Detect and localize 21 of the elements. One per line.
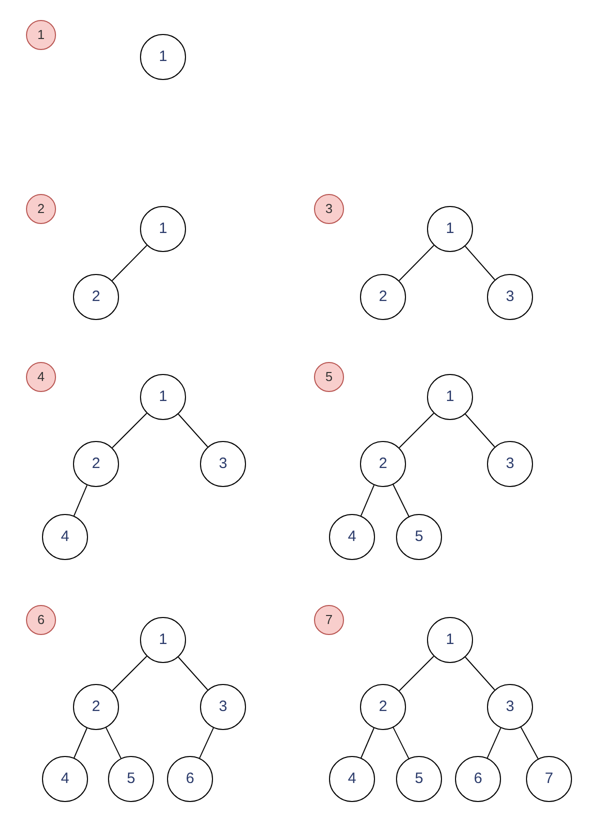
- connector-line: [486, 728, 502, 758]
- connector-line: [398, 412, 434, 448]
- connector-line: [178, 414, 208, 448]
- connector-line: [398, 656, 434, 692]
- connector-line: [464, 656, 496, 690]
- connector-line: [112, 412, 148, 448]
- connector-line: [360, 728, 374, 758]
- connector-line: [398, 244, 434, 282]
- connector-line: [74, 484, 88, 516]
- connector-line: [464, 414, 496, 448]
- connector-line: [112, 656, 148, 692]
- connector-line: [178, 656, 208, 690]
- connector-line: [74, 728, 88, 758]
- connector-line: [464, 246, 496, 280]
- connector-line: [112, 244, 148, 282]
- connector-line: [392, 484, 410, 517]
- connector-line: [520, 726, 539, 760]
- connector-line: [106, 727, 122, 759]
- connector-line: [199, 727, 214, 759]
- connector-line: [360, 484, 374, 516]
- connector-line: [392, 727, 410, 759]
